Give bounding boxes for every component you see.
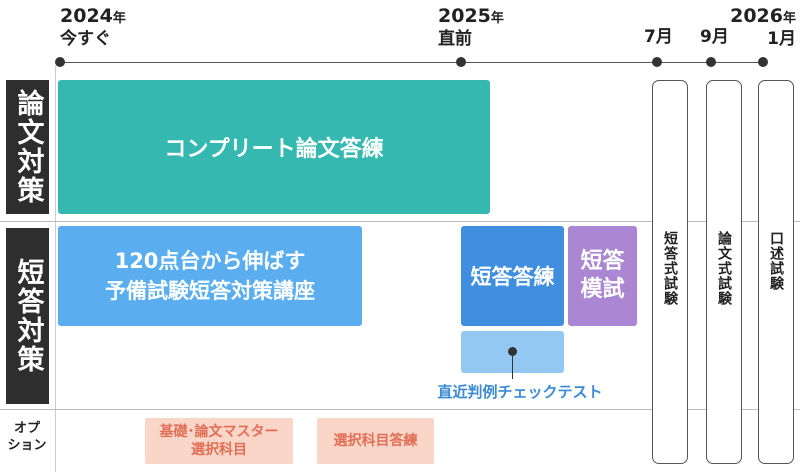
row-header-essay: 論文対策 bbox=[6, 80, 49, 214]
exam-label: 口述試験 bbox=[759, 231, 793, 291]
block-elective-subject-drill[interactable]: 選択科目答練 bbox=[317, 418, 434, 464]
timeline-dot bbox=[55, 57, 65, 67]
exam-label-text: 短答式試験 bbox=[662, 231, 678, 306]
block-label-line2: 選択科目 bbox=[191, 442, 247, 458]
annotation-recent-case-check: 直近判例チェックテスト bbox=[437, 383, 603, 401]
timeline-dot bbox=[652, 57, 662, 67]
exam-label-text: 口述試験 bbox=[768, 231, 784, 291]
timeline-label-july: 7月 bbox=[644, 27, 673, 47]
year-suffix: 年 bbox=[112, 11, 126, 26]
block-label: 短答答練 bbox=[470, 265, 555, 289]
grid-vertical-line bbox=[55, 66, 56, 472]
block-label-line2: 模試 bbox=[580, 277, 625, 302]
timeline-label-2025: 2025年 直前 bbox=[438, 6, 504, 49]
timeline-sub-final: 直前 bbox=[438, 29, 472, 49]
block-short-answer-course[interactable]: 120点台から伸ばす 予備試験短答対策講座 bbox=[58, 226, 362, 326]
timeline-sub-now: 今すぐ bbox=[60, 29, 111, 49]
month-text: 7月 bbox=[644, 27, 673, 47]
row-header-short-answer: 短答対策 bbox=[6, 228, 49, 404]
month-text: 1月 bbox=[767, 29, 796, 49]
connector-line bbox=[512, 355, 513, 379]
exam-essay[interactable]: 論文式試験 bbox=[706, 80, 742, 464]
row-header-option: オプ ション bbox=[4, 420, 50, 464]
exam-label: 論文式試験 bbox=[707, 231, 741, 306]
option-text: オプ bbox=[13, 421, 40, 436]
block-complete-essay-drill[interactable]: コンプリート論文答練 bbox=[58, 80, 490, 214]
block-label-line1: 基礎･論文マスター bbox=[159, 424, 279, 440]
block-short-answer-mock-exam[interactable]: 短答 模試 bbox=[568, 226, 637, 326]
block-short-answer-drill[interactable]: 短答答練 bbox=[461, 226, 564, 326]
timeline-dot bbox=[758, 57, 768, 67]
row-divider bbox=[0, 409, 800, 410]
row-divider bbox=[0, 221, 800, 222]
block-label-line2: 予備試験短答対策講座 bbox=[105, 279, 315, 303]
exam-oral[interactable]: 口述試験 bbox=[758, 80, 794, 464]
exam-short-answer[interactable]: 短答式試験 bbox=[652, 80, 688, 464]
block-basic-essay-master-elective[interactable]: 基礎･論文マスター 選択科目 bbox=[145, 418, 293, 464]
block-label-line1: 120点台から伸ばす bbox=[114, 249, 306, 273]
year-text: 2024 bbox=[60, 5, 113, 27]
year-text: 2025 bbox=[438, 5, 491, 27]
option-text: ション bbox=[7, 438, 47, 453]
year-text: 2026 bbox=[730, 5, 783, 27]
timeline-dot bbox=[456, 57, 466, 67]
block-label: 選択科目答練 bbox=[333, 433, 418, 449]
month-text: 9月 bbox=[700, 27, 729, 47]
year-suffix: 年 bbox=[782, 11, 796, 26]
timeline-label-september: 9月 bbox=[700, 27, 729, 47]
timeline-label-2026: 2026年 1月 bbox=[724, 6, 796, 49]
exam-label: 短答式試験 bbox=[653, 231, 687, 306]
timeline-dot bbox=[706, 57, 716, 67]
block-label: コンプリート論文答練 bbox=[164, 137, 384, 162]
connector-dot bbox=[508, 347, 517, 356]
exam-label-text: 論文式試験 bbox=[716, 231, 732, 306]
year-suffix: 年 bbox=[490, 11, 504, 26]
timeline-label-2024: 2024年 今すぐ bbox=[60, 6, 126, 49]
block-label-line1: 短答 bbox=[580, 249, 625, 274]
timeline-axis bbox=[60, 62, 765, 63]
